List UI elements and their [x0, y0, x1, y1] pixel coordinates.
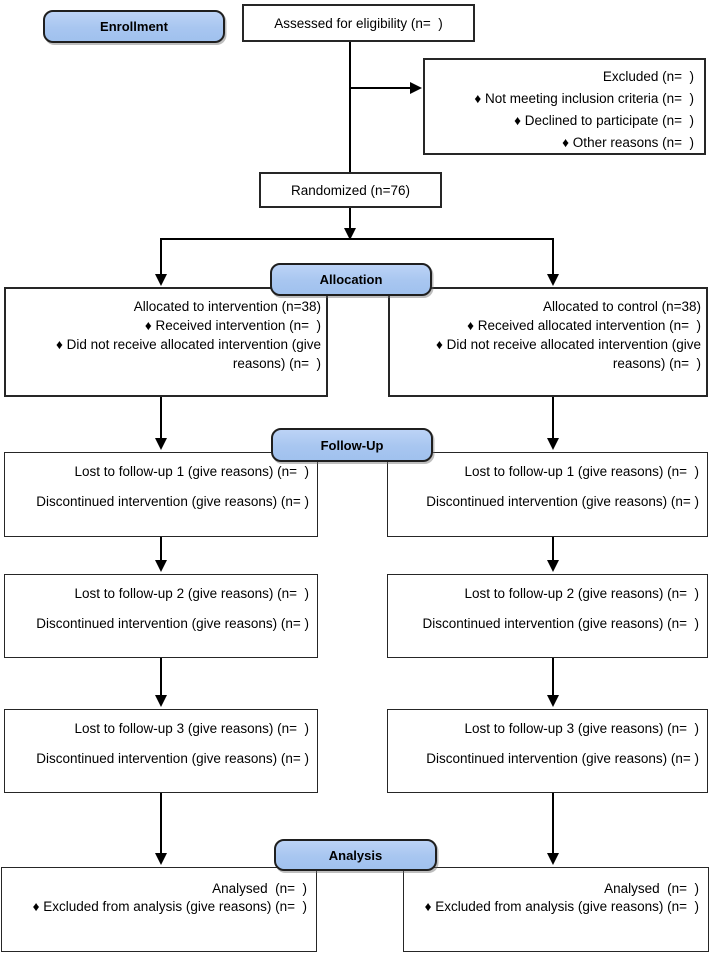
excluded-box: Excluded (n= ) ♦ Not meeting inclusion c…: [423, 58, 706, 155]
followup1-right-box: Lost to follow-up 1 (give reasons) (n= )…: [387, 452, 708, 537]
analysis-right-excluded: ♦ Excluded from analysis (give reasons) …: [424, 898, 699, 914]
randomized-box: Randomized (n=76): [259, 172, 442, 208]
followup3-left-lost: Lost to follow-up 3 (give reasons) (n= ): [74, 721, 309, 736]
connector-alloc-to-fu1-right: [552, 395, 554, 438]
arrowhead-fu1-right-icon: [547, 438, 559, 450]
arrowhead-to-excluded-icon: [410, 82, 422, 94]
connector-branch-to-intervention: [160, 238, 162, 274]
connector-to-excluded: [351, 87, 411, 89]
excluded-bullet-inclusion: ♦ Not meeting inclusion criteria (n= ): [474, 91, 694, 106]
allocated-intervention-title: Allocated to intervention (n=38): [133, 299, 321, 314]
followup2-right-discontinued: Discontinued intervention (give reasons)…: [422, 616, 699, 631]
stage-label-allocation: Allocation: [270, 263, 432, 296]
allocated-control-bullet-received: ♦ Received allocated intervention (n= ): [467, 318, 701, 333]
stage-label-analysis-text: Analysis: [328, 847, 383, 863]
arrowhead-branch-icon: [344, 228, 356, 240]
followup2-right-box: Lost to follow-up 2 (give reasons) (n= )…: [387, 574, 708, 658]
stage-label-followup-text: Follow-Up: [320, 437, 384, 453]
followup1-left-box: Lost to follow-up 1 (give reasons) (n= )…: [4, 452, 318, 537]
connector-fu1-to-fu2-left: [160, 536, 162, 560]
followup2-left-lost: Lost to follow-up 2 (give reasons) (n= ): [74, 586, 309, 601]
assessed-eligibility-text: Assessed for eligibility (n= ): [274, 15, 443, 31]
followup3-right-discontinued: Discontinued intervention (give reasons)…: [426, 751, 699, 766]
followup3-left-box: Lost to follow-up 3 (give reasons) (n= )…: [4, 709, 318, 793]
analysis-right-analysed: Analysed (n= ): [604, 881, 699, 896]
analysis-left-analysed: Analysed (n= ): [212, 881, 307, 896]
arrowhead-intervention-icon: [155, 274, 167, 286]
arrowhead-fu2-right-icon: [547, 560, 559, 572]
followup3-right-lost: Lost to follow-up 3 (give reasons) (n= ): [464, 721, 699, 736]
connector-assessed-to-randomized: [349, 42, 351, 173]
arrowhead-fu3-left-icon: [155, 695, 167, 707]
assessed-eligibility-box: Assessed for eligibility (n= ): [242, 4, 475, 42]
followup3-left-discontinued: Discontinued intervention (give reasons)…: [36, 751, 309, 766]
allocated-intervention-bullet-received: ♦ Received intervention (n= ): [144, 318, 321, 333]
connector-randomized-to-branch: [349, 208, 351, 230]
followup3-right-box: Lost to follow-up 3 (give reasons) (n= )…: [387, 709, 708, 793]
followup2-right-lost: Lost to follow-up 2 (give reasons) (n= ): [464, 586, 699, 601]
allocated-control-title: Allocated to control (n=38): [543, 299, 701, 314]
arrowhead-fu1-left-icon: [155, 438, 167, 450]
allocated-intervention-bullet-not-received: ♦ Did not receive allocated intervention…: [55, 337, 325, 371]
excluded-title: Excluded (n= ): [602, 69, 694, 84]
allocated-intervention-box: Allocated to intervention (n=38) ♦ Recei…: [4, 287, 328, 397]
arrowhead-control-icon: [547, 274, 559, 286]
allocated-control-box: Allocated to control (n=38) ♦ Received a…: [388, 287, 708, 397]
arrowhead-analysis-left-icon: [155, 853, 167, 865]
stage-label-enrollment-text: Enrollment: [100, 19, 168, 34]
arrowhead-fu2-left-icon: [155, 560, 167, 572]
analysis-right-box: Analysed (n= ) ♦ Excluded from analysis …: [403, 867, 709, 952]
connector-fu3-to-analysis-right: [552, 792, 554, 853]
analysis-left-excluded: ♦ Excluded from analysis (give reasons) …: [32, 898, 307, 914]
stage-label-analysis: Analysis: [274, 839, 437, 871]
connector-fu3-to-analysis-left: [160, 792, 162, 853]
connector-fu2-to-fu3-right: [552, 657, 554, 695]
excluded-bullet-declined: ♦ Declined to participate (n= ): [514, 113, 694, 128]
stage-label-allocation-text: Allocation: [319, 272, 383, 287]
followup2-left-discontinued: Discontinued intervention (give reasons)…: [36, 616, 309, 631]
followup2-left-box: Lost to follow-up 2 (give reasons) (n= )…: [4, 574, 318, 658]
branch-line: [160, 238, 554, 240]
excluded-bullet-other: ♦ Other reasons (n= ): [562, 135, 694, 150]
followup1-left-discontinued: Discontinued intervention (give reasons)…: [36, 494, 309, 509]
followup1-left-lost: Lost to follow-up 1 (give reasons) (n= ): [74, 464, 309, 479]
stage-label-followup: Follow-Up: [271, 428, 433, 462]
connector-alloc-to-fu1-left: [160, 395, 162, 438]
connector-branch-to-control: [552, 238, 554, 274]
randomized-text: Randomized (n=76): [291, 182, 410, 198]
followup1-right-lost: Lost to follow-up 1 (give reasons) (n= ): [464, 464, 699, 479]
analysis-left-box: Analysed (n= ) ♦ Excluded from analysis …: [1, 867, 317, 952]
connector-fu1-to-fu2-right: [552, 536, 554, 560]
connector-fu2-to-fu3-left: [160, 657, 162, 695]
allocated-control-bullet-not-received: ♦ Did not receive allocated intervention…: [435, 337, 705, 371]
stage-label-enrollment: Enrollment: [43, 10, 225, 43]
arrowhead-fu3-right-icon: [547, 695, 559, 707]
followup1-right-discontinued: Discontinued intervention (give reasons)…: [426, 494, 699, 509]
arrowhead-analysis-right-icon: [547, 853, 559, 865]
